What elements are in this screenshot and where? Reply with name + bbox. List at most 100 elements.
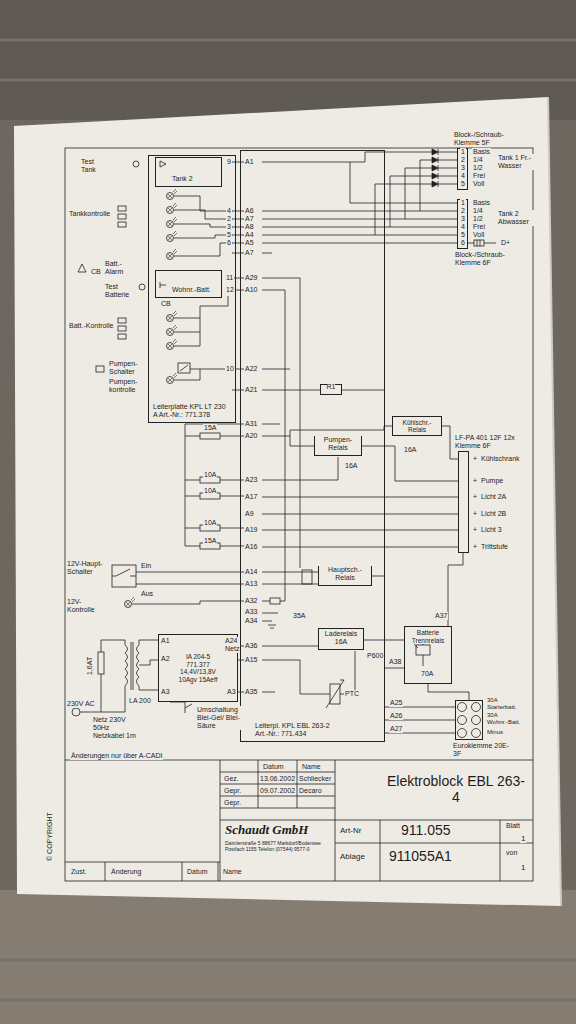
label-text: Wohnr.-Batt. (486, 719, 521, 726)
wiring (458, 716, 467, 725)
terminal-block: Euroklemme 20E-3F (455, 700, 483, 740)
label-text: PTC (344, 690, 360, 698)
wire-connector (428, 684, 469, 700)
label-text: Umschaltung Blei-Gel/ Blei-Säure (196, 706, 242, 730)
circuit-board: Leiterplatte KPL LT 230 A Art.-Nr.: 771.… (148, 155, 236, 423)
wiring (167, 231, 178, 242)
label-text: 12V-Haupt-Schalter (66, 560, 108, 576)
label-text: Voll (472, 231, 485, 239)
label-text: A17 (244, 493, 258, 501)
node-text: Tank 2 (172, 175, 193, 183)
wiring (174, 365, 232, 380)
label-text: + (472, 543, 478, 551)
wiring (200, 433, 220, 439)
label-text: Starterbatt. (486, 704, 518, 711)
label-text: Art-Nr (339, 826, 362, 835)
node-text: Euroklemme 20E-3F (453, 742, 513, 758)
wiring (174, 296, 228, 346)
label-text: 6 (226, 239, 232, 247)
label-text: 10A (203, 519, 217, 527)
label-text: 1/4 (472, 207, 484, 215)
label-text: Netz (224, 645, 240, 653)
label-text: 13.06.2002 (259, 775, 296, 783)
label-text: A35 (244, 688, 258, 696)
wiring (468, 243, 496, 244)
wiring (432, 165, 438, 171)
wiring (170, 702, 192, 713)
label-text: A1 (244, 158, 255, 166)
label-text: Gez. (223, 775, 240, 783)
label-text: 2 (226, 215, 232, 223)
wiring (118, 318, 126, 323)
label-text: Netz 230V 50Hz Netzkabel 1m (92, 716, 142, 740)
label-text: 1/2 (472, 164, 484, 172)
indicator-group: Tank 1Tank 2 (155, 157, 222, 187)
label-text: Tankkontrolle (68, 210, 111, 218)
label-text: 911.055 (400, 822, 452, 838)
label-text: Basis (472, 199, 491, 207)
label-text: A21 (244, 386, 258, 394)
label-text: A31 (244, 420, 258, 428)
label-text: D+ (500, 239, 511, 247)
label-text: Basis (472, 148, 491, 156)
paper-sheet (548, 97, 561, 906)
node-text: Wohnr.-Batt. (172, 286, 211, 294)
wiring (262, 162, 457, 253)
label-text: A23 (244, 476, 258, 484)
wiring (118, 222, 126, 227)
label-text: 35A (292, 612, 306, 620)
label-text: A10 (244, 286, 258, 294)
label-text: A3 (226, 688, 237, 696)
label-text: P600 (366, 652, 384, 660)
label-text: 09.07.2002 (259, 787, 296, 795)
label-text: 911055A1 (388, 848, 453, 864)
wiring (139, 284, 145, 290)
wiring (375, 160, 457, 235)
battery-indicator-group: Starterbatt.Wohnr.-Batt. (155, 270, 222, 298)
label-text: 10A (203, 487, 217, 495)
wiring (238, 640, 404, 694)
label-text: A1 (160, 637, 171, 645)
wiring (185, 278, 385, 601)
label-text: Test Tank (80, 158, 106, 174)
label-text: Kühlschrank (480, 455, 521, 463)
paper-sheet (14, 97, 561, 906)
wiring (474, 240, 484, 246)
label-text: 15A (203, 537, 217, 545)
relay-box: Hauptsch.-Relais (318, 566, 372, 586)
label-text: Änderungen nur über A-CADI (70, 752, 163, 760)
label-text: A19 (244, 526, 258, 534)
label-text: 5 (226, 231, 232, 239)
wiring (133, 161, 139, 167)
label-text: Aus (140, 590, 154, 598)
wiring (72, 708, 80, 716)
label-text: Name (301, 763, 322, 771)
wiring (112, 565, 136, 587)
label-text: A38 (388, 658, 402, 666)
label-text: 3 (460, 164, 466, 172)
label-text: A15 (244, 656, 258, 664)
label-text: A29 (244, 274, 258, 282)
label-text: Datum (262, 763, 285, 771)
label-text: Minus (486, 729, 504, 736)
wiring (125, 597, 136, 608)
label-text: A5 (244, 239, 255, 247)
label-text: 1 (520, 863, 526, 872)
label-text: Pumpe (480, 477, 504, 485)
relay-box: Laderelais 16A (318, 628, 364, 650)
node-text: Leiterpl. KPL EBL 263-2 Art.-Nr.: 771.43… (255, 722, 335, 738)
wiring (472, 729, 481, 738)
label-text: 9 (226, 158, 232, 166)
label-text: A22 (244, 365, 258, 373)
label-text: 15A (203, 424, 217, 432)
label-text: A7 (244, 249, 255, 257)
label-text: 2 (460, 156, 466, 164)
wood-surface (0, 40, 576, 1000)
label-text: 12 (225, 286, 235, 294)
wiring (326, 680, 344, 708)
label-text: + (472, 477, 478, 485)
wiring (118, 326, 126, 331)
label-text: Name (222, 868, 243, 876)
node-text: Laderelais 16A (319, 630, 363, 646)
